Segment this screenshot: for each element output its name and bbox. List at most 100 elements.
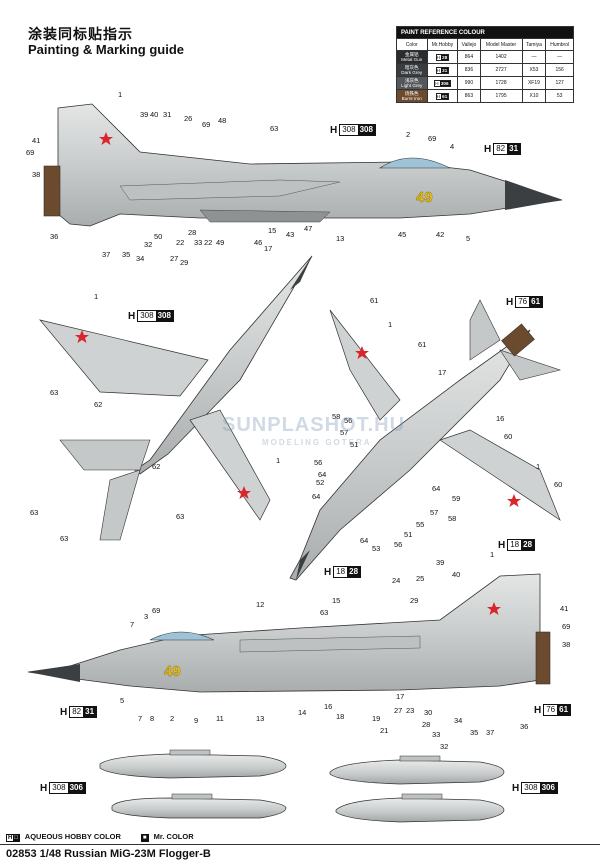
callout-number: 63: [50, 388, 59, 397]
callout-number: 30: [424, 708, 433, 717]
callout-number: 69: [202, 120, 211, 129]
red-star-icon: [507, 494, 521, 507]
callout-number: 69: [428, 134, 437, 143]
callout-number: 1: [94, 292, 99, 301]
callout-number: 1: [276, 456, 281, 465]
callout-number: 61: [418, 340, 427, 349]
callout-number: 64: [318, 470, 327, 479]
callout-number: 17: [396, 692, 405, 701]
callout-number: 12: [256, 600, 265, 609]
callout-number: 69: [562, 622, 571, 631]
callout-number: 28: [422, 720, 431, 729]
callout-number: 13: [336, 234, 345, 243]
callout-number: 64: [432, 484, 441, 493]
callout-number: 59: [452, 494, 461, 503]
callout-number: 60: [554, 480, 563, 489]
title-chinese: 涂装同标贴指示: [28, 27, 133, 43]
callout-number: 25: [416, 574, 425, 583]
callout-number: 31: [163, 110, 172, 119]
callout-number: 53: [372, 544, 381, 553]
callout-number: 1: [118, 90, 123, 99]
callout-number: 56: [344, 416, 353, 425]
callout-number: 63: [320, 608, 329, 617]
callout-number: 63: [30, 508, 39, 517]
callout-number: 7: [130, 620, 135, 629]
callout-number: 8: [150, 714, 155, 723]
callout-number: 42: [436, 230, 445, 239]
legend-mrcolor: ■ Mr. COLOR: [140, 832, 194, 842]
callout-number: 19: [372, 714, 381, 723]
callout-number: 37: [486, 728, 495, 737]
callout-number: 56: [314, 458, 323, 467]
callout-number: 28: [188, 228, 197, 237]
callout-number: 11: [216, 714, 224, 723]
callout-number: 32: [440, 742, 449, 751]
callout-number: 34: [136, 254, 145, 263]
callout-number: 7: [138, 714, 143, 723]
paint-modelmaster: 1795: [479, 89, 523, 103]
callout-number: 29: [180, 258, 189, 267]
callout-number: 61: [370, 296, 379, 305]
callout-number: 49: [216, 238, 225, 247]
callout-number: 39: [436, 558, 445, 567]
callout-number: 33: [432, 730, 441, 739]
paint-vallejo: 863: [457, 89, 481, 103]
callout-number: 52: [316, 478, 325, 487]
callout-number: 22: [204, 238, 213, 247]
callout-number: 51: [404, 530, 413, 539]
callout-number: 34: [454, 716, 463, 725]
callout-number: 15: [332, 596, 341, 605]
side-view-bottom: 49: [27, 573, 551, 693]
callout-number: 37: [102, 250, 111, 259]
title-english: Painting & Marking guide: [28, 42, 185, 57]
paint-tamiya: X53: [521, 63, 547, 77]
callout-number: 23: [406, 706, 415, 715]
side-view-top: 49: [43, 103, 563, 227]
callout-number: 18: [336, 712, 345, 721]
callout-number: 26: [184, 114, 193, 123]
red-star-icon: [237, 486, 251, 499]
legend-aqueous: H□ AQUEOUS HOBBY COLOR: [6, 832, 121, 842]
callout-number: 69: [152, 606, 161, 615]
callout-number: 64: [312, 492, 321, 501]
callout-number: 69: [26, 148, 35, 157]
callout-number: 60: [504, 432, 513, 441]
callout-number: 1: [536, 462, 541, 471]
callout-number: 17: [264, 244, 273, 253]
callout-number: 63: [176, 512, 185, 521]
callout-number: 27: [170, 254, 179, 263]
callout-number: 22: [176, 238, 185, 247]
callout-number: 35: [122, 250, 131, 259]
callout-number: 9: [194, 716, 199, 725]
callout-number: 51: [350, 440, 359, 449]
callout-number: 16: [496, 414, 505, 423]
callout-number: 32: [144, 240, 153, 249]
callout-number: 57: [430, 508, 439, 517]
legend: H□ AQUEOUS HOBBY COLOR ■ Mr. COLOR: [6, 832, 194, 842]
callout-number: 35: [470, 728, 479, 737]
callout-number: 41: [560, 604, 569, 613]
callout-number: 5: [120, 696, 125, 705]
callout-number: 62: [94, 400, 103, 409]
callout-number: 36: [50, 232, 59, 241]
callout-number: 58: [448, 514, 457, 523]
callout-number: 36: [520, 722, 529, 731]
callout-number: 38: [32, 170, 41, 179]
callout-number: 38: [562, 640, 571, 649]
callout-number: 55: [416, 520, 425, 529]
